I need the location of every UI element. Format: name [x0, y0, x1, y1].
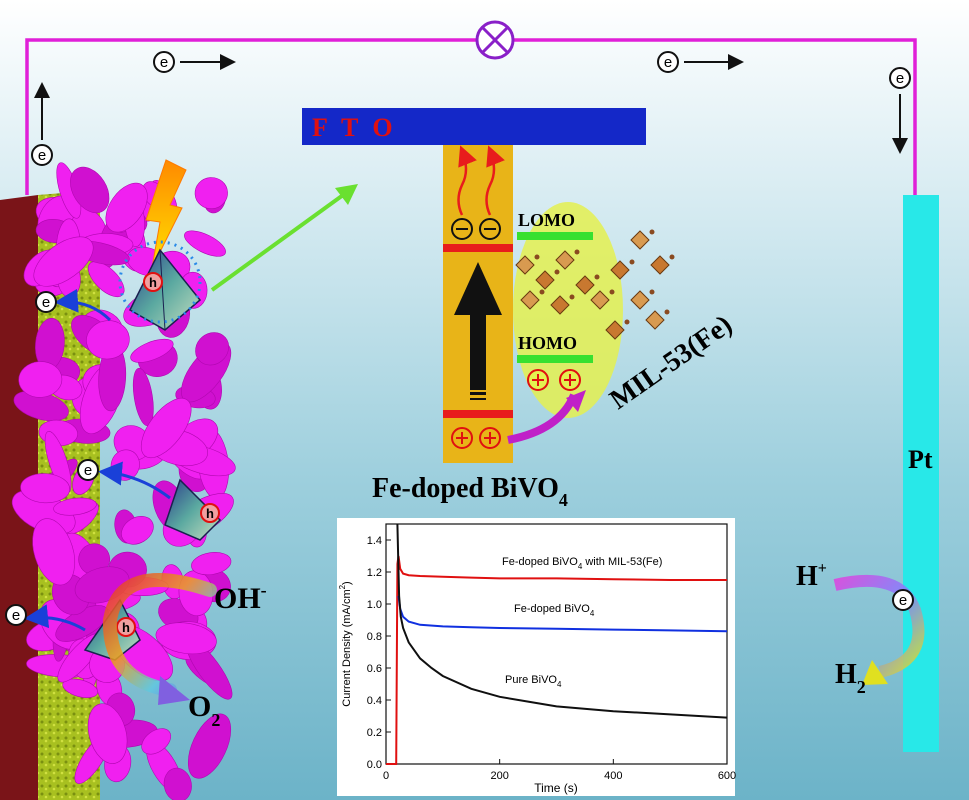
mof-crystal-structure [515, 229, 675, 340]
electron-wiggle-1 [457, 145, 477, 216]
vb-holes [451, 427, 501, 449]
hydrogen-evolution-arc [833, 574, 925, 685]
x-tick-label: 600 [718, 770, 736, 782]
svg-text:e: e [42, 294, 50, 311]
pt-label: Pt [908, 445, 933, 474]
pyramid-top: h [118, 240, 202, 331]
electron-transfer-2: e [77, 459, 171, 500]
fto-bar [302, 108, 646, 145]
series-label-3: Pure BiVO4 [505, 674, 562, 689]
electron-arrow-right-down: e [889, 67, 911, 154]
lamp-icon [475, 20, 515, 60]
svg-text:h: h [206, 506, 214, 521]
h2-label: H2 [835, 659, 866, 697]
y-tick-label: 1.0 [367, 599, 382, 611]
light-bolt-icon [145, 159, 187, 269]
photoanode-label: Fe-doped BiVO4 [372, 473, 568, 510]
mof-label: MIL-53(Fe) [604, 309, 738, 416]
zoom-arrow [210, 184, 358, 292]
electron-transfer-1: e [35, 288, 112, 322]
pyramid-middle: h [164, 478, 222, 541]
mof-particle [513, 202, 623, 418]
lomo-label: LOMO [518, 210, 575, 230]
conduction-band [443, 244, 513, 252]
x-axis-label: Time (s) [534, 781, 578, 795]
electron-transfer-3: e [5, 604, 86, 632]
svg-text:e: e [899, 592, 907, 609]
electron-arrow-top-left: e [153, 51, 236, 73]
svg-text:e: e [160, 54, 168, 71]
y-tick-label: 1.4 [367, 535, 382, 547]
current-density-chart: 0.0 0.2 0.4 0.6 0.8 1.0 1.2 1.4 0 200 400 600 Fe-d… [337, 518, 736, 796]
chart-background [337, 518, 735, 796]
svg-text:h: h [122, 620, 130, 635]
h-plus-label: H+ [796, 560, 827, 592]
svg-text:e: e [896, 70, 904, 87]
x-tick-label: 400 [604, 770, 622, 782]
y-tick-label: 0.6 [367, 663, 382, 675]
cb-electrons [451, 218, 501, 240]
plot-frame [385, 523, 728, 765]
hole-transfer-arrowhead [566, 390, 586, 412]
svg-text:e: e [12, 607, 20, 624]
y-tick-label: 1.2 [367, 567, 382, 579]
homo-level [517, 355, 593, 363]
electron-arrow-left-up: e [31, 82, 53, 166]
series-label-2: Fe-doped BiVO4 [514, 603, 595, 618]
water-oxidation-arc [102, 573, 217, 705]
homo-label: HOMO [518, 333, 577, 353]
electron-wiggle-2 [485, 145, 505, 216]
svg-text:h: h [149, 275, 157, 290]
bivo4-nanostructures [11, 162, 236, 800]
valence-band [443, 410, 513, 418]
series-label-1: Fe-doped BiVO4 with MIL-53(Fe) [502, 556, 662, 571]
x-tick-label: 200 [490, 770, 508, 782]
excitation-arrow [454, 262, 502, 400]
y-axis-label: Current Density (mA/cm2) [338, 581, 353, 706]
svg-text:e: e [664, 54, 672, 71]
lomo-level [517, 232, 593, 240]
series-line-2 [397, 595, 728, 633]
oh-label: OH- [214, 580, 267, 615]
y-tick-label: 0.4 [367, 695, 382, 707]
electron-arrow-top-right: e [657, 51, 744, 73]
o2-label: O2 [188, 690, 220, 730]
fto-label: F T O [312, 113, 397, 142]
series-line-3 [396, 523, 728, 719]
x-tick-label: 0 [383, 770, 389, 782]
y-tick-label: 0.8 [367, 631, 382, 643]
circuit-wire [25, 38, 917, 195]
pt-electron: e [892, 589, 914, 611]
svg-text:e: e [38, 147, 46, 164]
y-tick-label: 0.0 [367, 759, 382, 771]
y-tick-label: 0.2 [367, 727, 382, 739]
mof-holes [527, 369, 581, 391]
svg-text:e: e [84, 462, 92, 479]
